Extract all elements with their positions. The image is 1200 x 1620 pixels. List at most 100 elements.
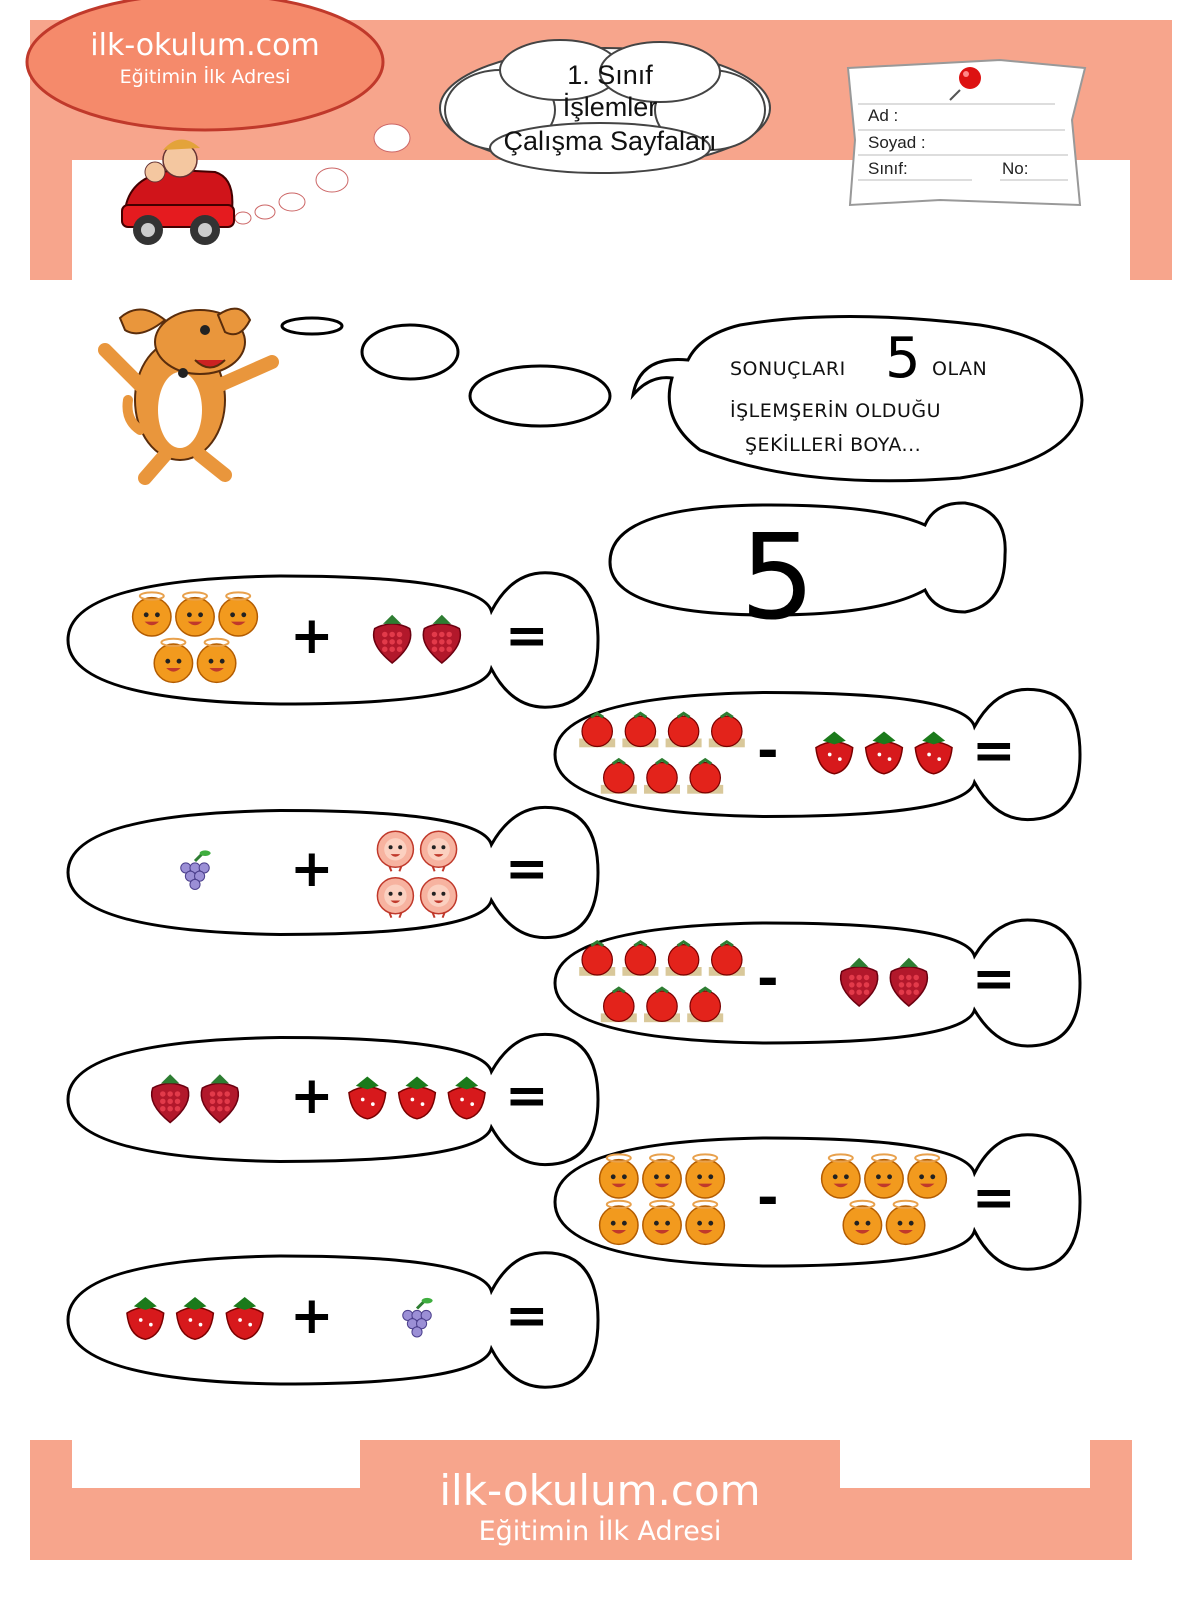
orange-icon bbox=[864, 1153, 904, 1199]
title-line-1: 1. Sınıf bbox=[567, 60, 653, 90]
orange-icon bbox=[175, 591, 215, 637]
orange-icon bbox=[196, 637, 237, 684]
footer-center-tab bbox=[360, 1440, 840, 1488]
tomato-icon bbox=[708, 939, 745, 976]
raspberry-icon bbox=[839, 957, 879, 1007]
title-cloud bbox=[439, 39, 771, 174]
header-site-name[interactable]: ilk-okulum.com bbox=[90, 28, 320, 63]
target-bubble bbox=[608, 501, 1007, 617]
orange-icon bbox=[598, 1199, 639, 1246]
tomato-icon bbox=[622, 939, 659, 976]
instruction-part2: OLAN bbox=[932, 358, 988, 380]
raspberry-icon bbox=[150, 1074, 190, 1124]
orange-icon bbox=[685, 1153, 726, 1199]
operator-sign: - bbox=[757, 949, 779, 1009]
orange-icon bbox=[820, 1153, 861, 1199]
tomato-icon bbox=[665, 939, 702, 976]
student-info-card bbox=[846, 58, 1087, 207]
grape-icon bbox=[180, 850, 211, 891]
operator-sign: + bbox=[290, 606, 334, 666]
operator-sign: - bbox=[757, 720, 779, 781]
tomato-icon bbox=[600, 986, 637, 1023]
instruction-line3: ŞEKİLLERİ BOYA... bbox=[745, 434, 922, 456]
equals-sign: = bbox=[505, 838, 549, 899]
instruction-number: 5 bbox=[885, 326, 921, 391]
operation-bubble-outline bbox=[553, 1133, 1082, 1271]
orange-icon bbox=[153, 637, 194, 684]
peach-icon bbox=[376, 830, 415, 872]
orange-icon bbox=[842, 1199, 883, 1246]
orange-icon bbox=[642, 1153, 682, 1199]
surname-label: Soyad : bbox=[868, 133, 926, 152]
header-logo-ellipse bbox=[25, 0, 385, 132]
operation-bubble[interactable] bbox=[66, 1032, 600, 1167]
tomato-icon bbox=[687, 986, 724, 1023]
equals-sign: = bbox=[972, 1168, 1016, 1228]
strawberry-icon bbox=[864, 731, 904, 775]
dog-thought-bubbles bbox=[280, 316, 612, 428]
operator-sign: - bbox=[757, 1168, 779, 1228]
target-number: 5 bbox=[740, 508, 816, 646]
strawberry-icon bbox=[397, 1076, 437, 1120]
orange-icon bbox=[598, 1153, 639, 1199]
equals-sign: = bbox=[505, 1065, 549, 1126]
equals-sign: = bbox=[972, 949, 1016, 1009]
tomato-icon bbox=[665, 711, 702, 748]
grape-icon bbox=[402, 1297, 433, 1338]
instruction-speech-bubble bbox=[630, 315, 1084, 483]
dog-cartoon-icon bbox=[98, 307, 279, 485]
title-line-3: Çalışma Sayfaları bbox=[503, 126, 717, 156]
equals-sign: = bbox=[972, 720, 1016, 781]
instruction-part1: SONUÇLARI bbox=[730, 358, 846, 380]
instruction-line2: İŞLEMŞERİN OLDUĞU bbox=[730, 400, 941, 422]
strawberry-icon bbox=[914, 731, 953, 775]
orange-icon bbox=[685, 1199, 726, 1246]
orange-icon bbox=[885, 1199, 926, 1246]
orange-icon bbox=[642, 1199, 682, 1246]
raspberry-icon bbox=[200, 1074, 240, 1124]
strawberry-icon bbox=[447, 1076, 486, 1120]
equals-sign: = bbox=[505, 606, 549, 666]
operation-bubble[interactable] bbox=[66, 1251, 600, 1389]
operator-sign: + bbox=[290, 1286, 334, 1346]
peach-icon bbox=[419, 830, 458, 872]
class-label: Sınıf: bbox=[868, 159, 908, 178]
footer-site-slogan: Eğitimin İlk Adresi bbox=[478, 1516, 722, 1547]
tomato-icon bbox=[600, 757, 637, 794]
orange-icon bbox=[907, 1153, 948, 1199]
push-pin-icon bbox=[949, 67, 981, 101]
tomato-icon bbox=[579, 939, 616, 976]
tomato-icon bbox=[622, 711, 659, 748]
operation-bubble-outline bbox=[66, 805, 600, 940]
tomato-icon bbox=[644, 757, 680, 794]
operation-bubble[interactable] bbox=[553, 1133, 1082, 1271]
raspberry-icon bbox=[422, 614, 462, 664]
tomato-icon bbox=[644, 986, 680, 1023]
peach-icon bbox=[419, 876, 458, 919]
operator-sign: + bbox=[290, 1065, 334, 1126]
strawberry-icon bbox=[815, 731, 854, 775]
strawberry-icon bbox=[126, 1297, 165, 1341]
raspberry-icon bbox=[372, 614, 412, 664]
car-cartoon-icon bbox=[121, 139, 235, 245]
header-site-slogan: Eğitimin İlk Adresi bbox=[119, 66, 291, 88]
strawberry-icon bbox=[348, 1076, 387, 1120]
number-label: No: bbox=[1002, 159, 1029, 178]
tomato-icon bbox=[708, 711, 745, 748]
orange-icon bbox=[218, 591, 259, 637]
equals-sign: = bbox=[505, 1286, 549, 1346]
raspberry-icon bbox=[889, 957, 929, 1007]
operator-sign: + bbox=[290, 838, 334, 899]
tomato-icon bbox=[579, 711, 616, 748]
peach-icon bbox=[376, 876, 415, 919]
title-line-2: İşlemler bbox=[562, 92, 658, 122]
operation-bubble-outline bbox=[66, 1032, 600, 1167]
name-label: Ad : bbox=[868, 106, 899, 125]
strawberry-icon bbox=[225, 1297, 264, 1341]
footer-site-name[interactable]: ilk-okulum.com bbox=[439, 1466, 761, 1515]
operation-bubble-outline bbox=[66, 1251, 600, 1389]
operation-bubble[interactable] bbox=[66, 805, 600, 940]
orange-icon bbox=[131, 591, 172, 637]
strawberry-icon bbox=[175, 1297, 215, 1341]
